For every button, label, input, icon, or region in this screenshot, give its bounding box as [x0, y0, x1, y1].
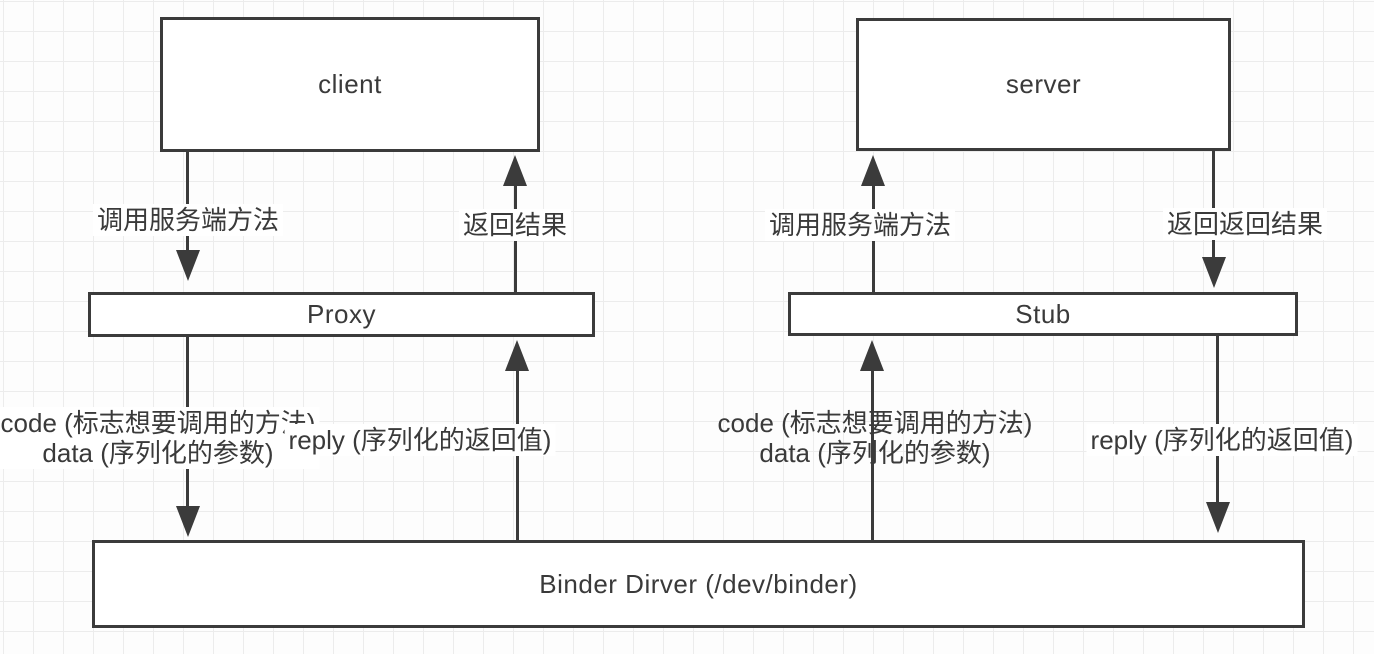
arrow-proxy-to-client-head-icon: [503, 155, 527, 186]
server-box: server: [856, 18, 1231, 151]
arrow-proxy-to-binder-head-icon: [176, 506, 200, 537]
edge-label-code-data-right: code (标志想要调用的方法) data (序列化的参数): [714, 407, 1037, 469]
edge-label-reply-right: reply (序列化的返回值): [1086, 424, 1358, 456]
edge-label-return-return-result: 返回返回结果: [1162, 208, 1328, 240]
arrow-binder-to-stub-line: [871, 369, 874, 540]
arrow-client-to-proxy-head-icon: [176, 250, 200, 281]
client-box: client: [160, 17, 540, 152]
edge-label-data-line: data (序列化的参数): [42, 438, 274, 468]
arrow-stub-to-binder-line: [1216, 336, 1219, 504]
edge-label-code-line: code (标志想要调用的方法): [0, 408, 316, 438]
edge-label-code-line: code (标志想要调用的方法): [717, 408, 1033, 438]
edge-label-reply-left: reply (序列化的返回值): [284, 424, 556, 456]
arrow-binder-to-proxy-head-icon: [505, 340, 529, 371]
proxy-box: Proxy: [88, 292, 595, 337]
edge-label-code-data-left: code (标志想要调用的方法) data (序列化的参数): [0, 407, 320, 469]
edge-label-call-server-method-left: 调用服务端方法: [92, 204, 284, 236]
binder-driver-box: Binder Dirver (/dev/binder): [92, 540, 1305, 628]
arrow-stub-to-server-head-icon: [861, 155, 885, 186]
edge-label-call-server-method-right: 调用服务端方法: [764, 209, 956, 241]
arrow-stub-to-binder-head-icon: [1206, 502, 1230, 533]
edge-label-data-line: data (序列化的参数): [759, 438, 991, 468]
arrow-server-to-stub-line: [1212, 151, 1215, 259]
stub-box: Stub: [788, 292, 1298, 336]
arrow-binder-to-stub-head-icon: [860, 340, 884, 371]
arrow-server-to-stub-head-icon: [1202, 257, 1226, 288]
edge-label-return-result: 返回结果: [458, 209, 572, 241]
